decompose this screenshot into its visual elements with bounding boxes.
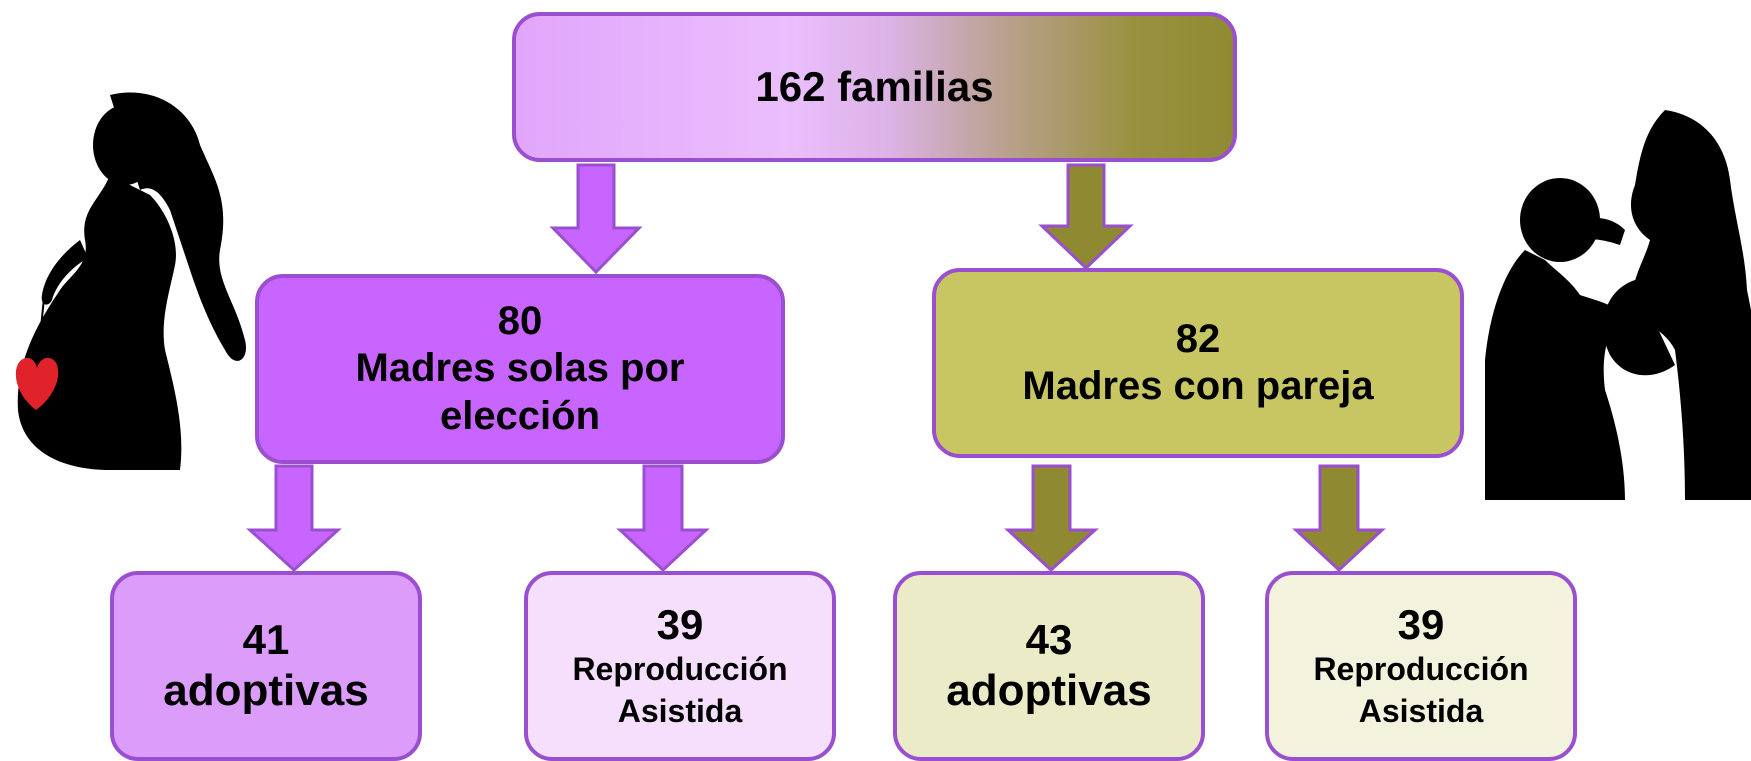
couple-adoptive-count: 43 bbox=[1025, 616, 1073, 664]
arrow-couples-to-adoptive bbox=[1004, 464, 1099, 573]
arrow-root-to-single-mothers bbox=[549, 163, 643, 275]
single-mothers-label-line1: Madres solas por bbox=[355, 346, 685, 391]
single-assisted-count: 39 bbox=[656, 600, 704, 648]
couple-adoptive-label: adoptivas bbox=[946, 665, 1152, 715]
arrow-couples-to-assisted bbox=[1292, 464, 1386, 573]
root-label: 162 familias bbox=[755, 63, 994, 111]
pregnant-woman-silhouette-icon bbox=[15, 92, 246, 470]
single-assisted-label-line2: Asistida bbox=[617, 692, 743, 729]
couple-mothers-node: 82 Madres con pareja bbox=[932, 268, 1464, 458]
arrow-single-to-adoptive bbox=[246, 464, 342, 573]
couple-mothers-label: Madres con pareja bbox=[1022, 364, 1374, 408]
couple-assisted-label-line1: Reproducción bbox=[1313, 651, 1529, 688]
single-adoptive-count: 41 bbox=[242, 616, 290, 664]
couple-assisted-node: 39 Reproducción Asistida bbox=[1265, 571, 1577, 761]
single-mothers-label-line2: elección bbox=[439, 393, 601, 438]
root-node: 162 familias bbox=[512, 12, 1237, 162]
single-assisted-label-line1: Reproducción bbox=[572, 651, 788, 688]
couple-mothers-count: 82 bbox=[1175, 316, 1221, 361]
couple-assisted-label-line2: Asistida bbox=[1358, 692, 1484, 729]
arrow-single-to-assisted bbox=[616, 464, 710, 573]
couple-silhouette-icon bbox=[1485, 110, 1751, 500]
single-adoptive-label: adoptivas bbox=[163, 665, 369, 715]
couple-adoptive-node: 43 adoptivas bbox=[893, 571, 1205, 761]
single-assisted-node: 39 Reproducción Asistida bbox=[524, 571, 836, 761]
couple-assisted-count: 39 bbox=[1397, 600, 1445, 648]
single-mothers-node: 80 Madres solas por elección bbox=[255, 274, 785, 464]
single-adoptive-node: 41 adoptivas bbox=[110, 571, 422, 761]
arrow-root-to-couples bbox=[1038, 163, 1134, 271]
single-mothers-count: 80 bbox=[497, 299, 543, 344]
